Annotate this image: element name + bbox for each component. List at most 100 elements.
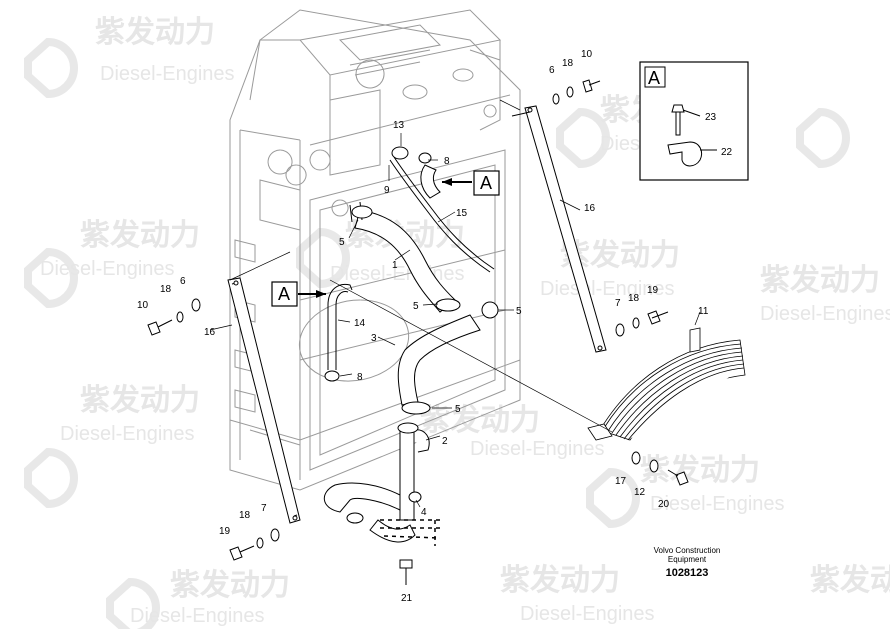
washer-18-lower-left xyxy=(256,537,264,549)
callout-5: 5 xyxy=(516,306,522,317)
detail-box-label: A xyxy=(648,68,660,88)
clamp-5-b xyxy=(435,298,461,312)
callout-18: 18 xyxy=(239,510,251,521)
callout-5: 5 xyxy=(455,404,461,415)
clamp-lower-left xyxy=(346,512,364,524)
callout-15: 15 xyxy=(456,208,468,219)
callout-14: 14 xyxy=(354,318,366,329)
callout-11: 11 xyxy=(698,306,709,317)
leader-lines xyxy=(209,99,701,546)
callout-16: 16 xyxy=(584,203,596,214)
view-label-left: A xyxy=(271,281,326,307)
bolt-20 xyxy=(667,469,689,486)
washer-18-right xyxy=(632,317,640,329)
bracket-right xyxy=(511,105,607,353)
callout-7: 7 xyxy=(261,503,267,514)
watermark-logo-icon xyxy=(24,37,850,629)
callout-22: 22 xyxy=(721,147,733,158)
detail-clip-icon xyxy=(667,141,717,167)
bolt-10-top xyxy=(582,79,601,93)
clamp-4 xyxy=(408,491,422,503)
hose-2 xyxy=(323,424,430,543)
callout-4: 4 xyxy=(421,507,427,518)
washer-6-left xyxy=(191,298,201,312)
clamp-5-c xyxy=(481,301,499,319)
detail-bolt-icon xyxy=(671,104,701,136)
caption-line-2: Equipment xyxy=(668,555,707,564)
callout-5: 5 xyxy=(339,237,345,248)
washer-17 xyxy=(631,451,641,465)
callout-21: 21 xyxy=(401,593,413,604)
watermark-cn: 紫发动力 xyxy=(95,16,215,49)
detail-box-a: A xyxy=(639,61,749,181)
watermark-cn: 紫发动力 xyxy=(170,569,290,602)
callout-23: 23 xyxy=(705,112,717,123)
view-label-right: A xyxy=(442,170,500,196)
clamp-8-lower xyxy=(324,370,340,382)
watermark-cn: 紫发动力 xyxy=(80,384,200,417)
caption: Volvo Construction Equipment 1028123 xyxy=(654,546,721,579)
washer-7-lower-left xyxy=(270,528,280,542)
clamp-5-a xyxy=(351,205,373,219)
watermark-en: Diesel-Engines xyxy=(40,258,175,280)
watermark-en: Diesel-Engines xyxy=(100,63,235,85)
callout-18: 18 xyxy=(562,58,574,69)
washer-18-left xyxy=(176,311,184,323)
hose-8-upper xyxy=(420,164,441,199)
watermark-cn: 紫发动力 xyxy=(80,219,200,252)
callout-3: 3 xyxy=(371,333,377,344)
clamp-5-e xyxy=(397,422,419,434)
callout-6: 6 xyxy=(180,276,186,287)
callout-12: 12 xyxy=(634,487,646,498)
watermark-en: Diesel-Engines xyxy=(760,303,890,325)
callout-5: 5 xyxy=(413,301,419,312)
pipe-15 xyxy=(389,156,495,273)
callout-9: 9 xyxy=(384,185,390,196)
callout-numbers: 1 2 3 4 5 5 5 5 6 6 7 7 8 8 9 10 10 11 1… xyxy=(137,49,733,604)
callout-19: 19 xyxy=(647,285,659,296)
watermark-cn: 紫发动力 xyxy=(420,404,540,437)
watermark-cn: 紫发动力 xyxy=(760,264,880,297)
callout-18: 18 xyxy=(160,284,172,295)
bolt-19-right xyxy=(647,310,669,325)
washer-7-right xyxy=(615,323,625,337)
document-number: 1028123 xyxy=(666,567,709,579)
callout-20: 20 xyxy=(658,499,670,510)
bolt-10-left xyxy=(147,319,173,336)
bolt-19-lower-left xyxy=(229,545,255,561)
shroud-11 xyxy=(587,327,746,441)
view-label-text: A xyxy=(480,173,492,193)
washer-18-top xyxy=(566,86,574,98)
view-label-text: A xyxy=(278,284,290,304)
clamps xyxy=(324,146,499,524)
callout-13: 13 xyxy=(393,120,405,131)
callout-6: 6 xyxy=(549,65,555,76)
caption-line-1: Volvo Construction xyxy=(654,546,721,555)
pipe-14 xyxy=(327,283,353,370)
watermark-cn: 紫发动力 xyxy=(500,564,620,597)
callout-10: 10 xyxy=(137,300,149,311)
washer-6-top xyxy=(552,93,560,105)
callout-19: 19 xyxy=(219,526,231,537)
watermark-en: Diesel-Engines xyxy=(520,603,655,625)
callout-8: 8 xyxy=(357,372,363,383)
callout-16: 16 xyxy=(204,327,216,338)
watermark-cn: 紫发动力 xyxy=(640,454,760,487)
callout-7: 7 xyxy=(615,298,621,309)
callout-1: 1 xyxy=(392,260,398,271)
callout-18: 18 xyxy=(628,293,640,304)
watermark-en: Diesel-Engines xyxy=(470,438,605,460)
watermark-en: Diesel-Engines xyxy=(130,605,265,627)
washer-12 xyxy=(649,459,659,473)
callout-8: 8 xyxy=(444,156,450,167)
watermark-en: Diesel-Engines xyxy=(650,493,785,515)
clamp-13 xyxy=(391,146,409,160)
clamp-8-upper xyxy=(418,152,432,164)
bracket-left xyxy=(227,277,301,524)
watermark-en: Diesel-Engines xyxy=(60,423,195,445)
bolt-21 xyxy=(399,559,413,585)
clamp-5-d xyxy=(401,401,431,415)
hardware xyxy=(147,79,689,585)
callout-2: 2 xyxy=(442,436,448,447)
